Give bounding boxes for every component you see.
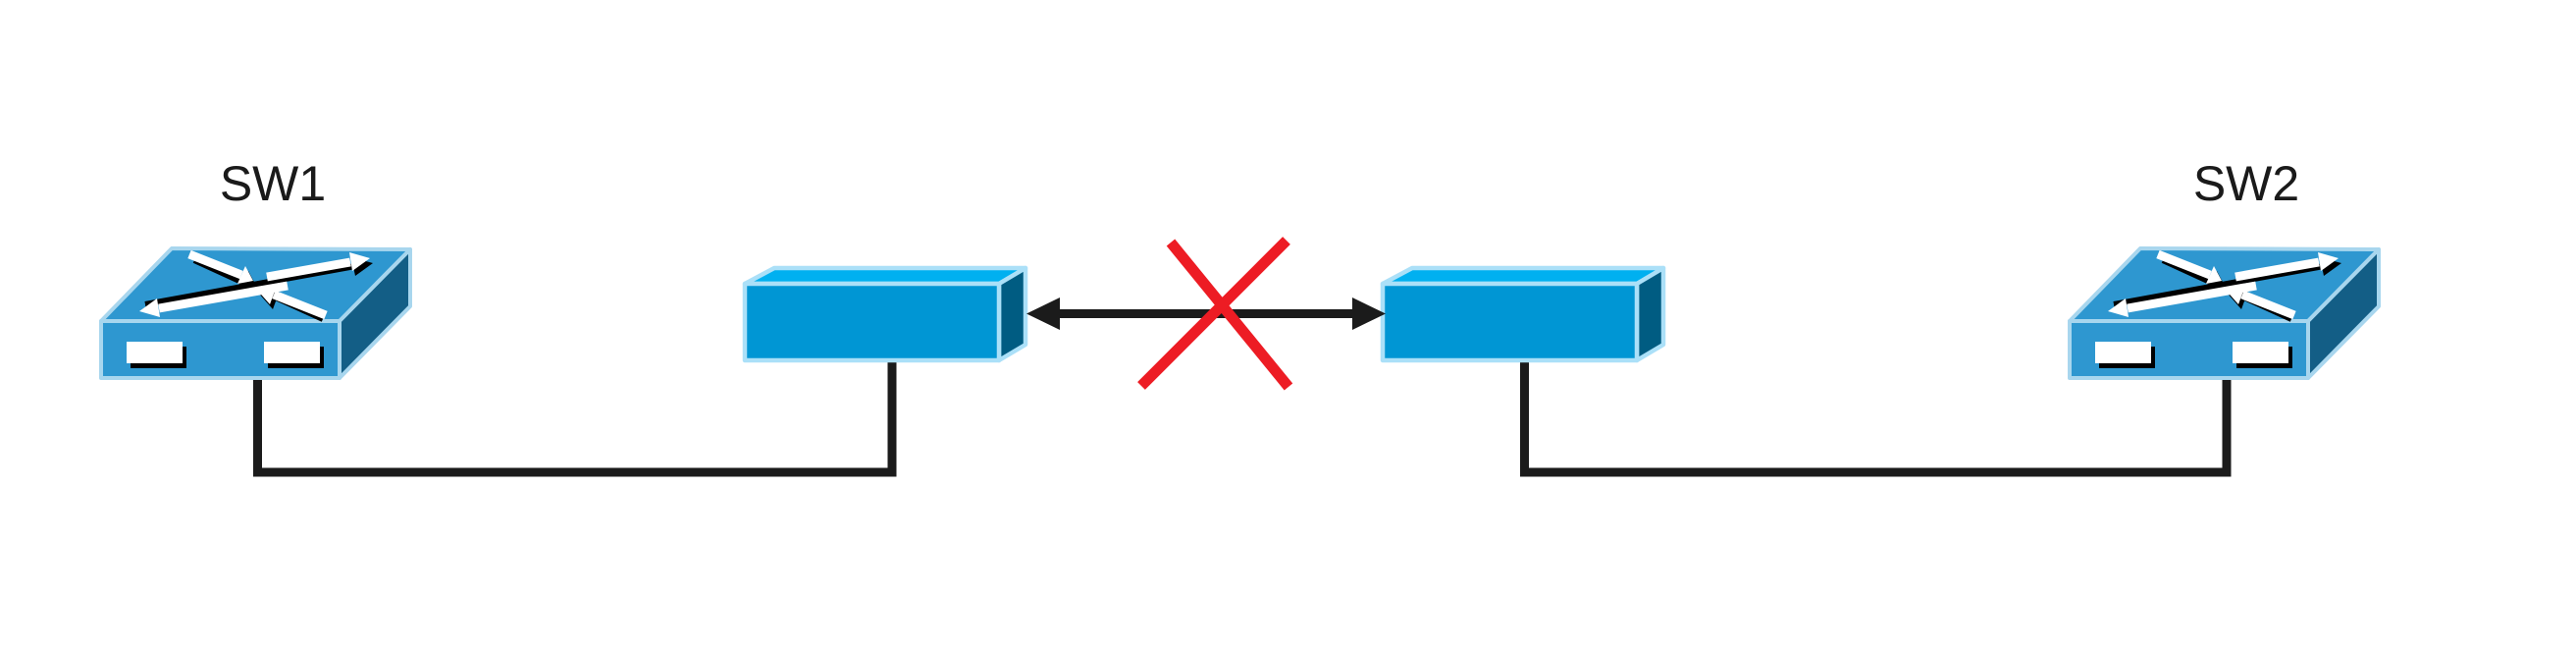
x-stroke-1 bbox=[1166, 239, 1293, 391]
failure-x-icon bbox=[1137, 237, 1293, 391]
sw1-switch-icon bbox=[101, 248, 410, 378]
sw2-label: SW2 bbox=[2193, 156, 2299, 211]
link-arrow-left-head bbox=[1026, 297, 1060, 330]
cable-right-box-to-sw2 bbox=[1520, 353, 2232, 477]
link-arrow-right-head bbox=[1352, 297, 1386, 330]
left-box-icon bbox=[745, 268, 1025, 360]
broken-link bbox=[1026, 237, 1386, 391]
x-stroke-2 bbox=[1137, 237, 1290, 390]
sw2-switch-icon bbox=[2070, 248, 2379, 378]
sw1-label: SW1 bbox=[220, 156, 326, 211]
right-box-icon bbox=[1383, 268, 1663, 360]
cable-sw1-to-left-box bbox=[253, 353, 897, 477]
